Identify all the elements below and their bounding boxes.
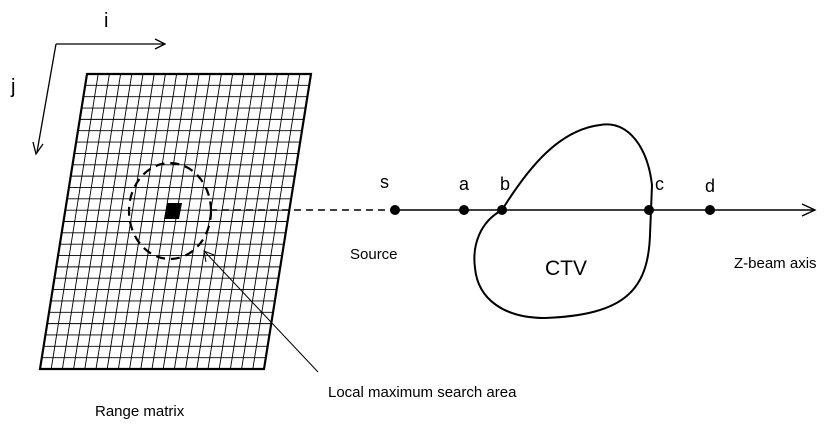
ctv-contour xyxy=(473,123,654,320)
search-area-pointer xyxy=(203,250,319,373)
range-matrix-grid xyxy=(41,73,310,370)
point-c-label: c xyxy=(655,174,664,194)
point-a-marker xyxy=(459,205,469,215)
point-d-marker xyxy=(705,205,715,215)
ctv-label: CTV xyxy=(545,257,587,280)
search-area-label: Local maximum search area xyxy=(328,384,517,401)
point-s-marker xyxy=(390,205,400,215)
beam-axis-label: Z-beam axis xyxy=(734,255,817,272)
point-b-label: b xyxy=(500,174,510,194)
i-direction-arrow xyxy=(56,38,167,50)
local-maximum-cell xyxy=(164,203,182,219)
point-d-label: d xyxy=(705,176,715,196)
search-area-circle xyxy=(127,161,213,261)
z-beam-axis xyxy=(395,203,817,217)
point-b-marker xyxy=(497,205,507,215)
axis-j-label: j xyxy=(10,76,15,98)
axis-i-label: i xyxy=(104,10,108,32)
range-matrix-border xyxy=(38,72,313,371)
j-direction-arrow xyxy=(32,43,57,156)
source-label: Source xyxy=(350,246,398,263)
point-s-label: s xyxy=(380,172,389,192)
point-a-label: a xyxy=(459,174,470,194)
range-matrix-label: Range matrix xyxy=(95,403,185,420)
point-c-marker xyxy=(644,205,654,215)
